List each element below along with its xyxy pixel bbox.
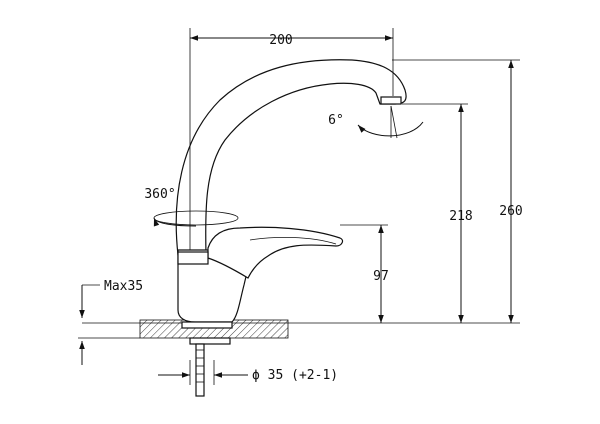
faucet-body xyxy=(175,59,407,397)
mount-thickness-label: Max35 xyxy=(104,279,143,294)
lever-height-dimension: 97 xyxy=(340,224,389,323)
lever-height-label: 97 xyxy=(373,269,389,284)
hole-diameter-label: ϕ 35 (+2-1) xyxy=(252,368,338,383)
mount-thickness-dimension: Max35 xyxy=(78,279,143,365)
rotation-dimension: 360° xyxy=(144,187,239,227)
total-height-label: 260 xyxy=(499,204,522,219)
total-height-dimension: 260 xyxy=(392,59,523,323)
spout-height-dimension: 218 xyxy=(402,103,473,323)
countertop xyxy=(82,319,520,339)
hole-diameter-dimension: ϕ 35 (+2-1) xyxy=(158,360,338,385)
reach-label: 200 xyxy=(269,33,292,48)
spout-height-label: 218 xyxy=(449,209,472,224)
reach-dimension: 200 xyxy=(189,28,394,250)
tilt-dimension: 6° xyxy=(328,105,424,139)
tilt-label: 6° xyxy=(328,113,344,128)
rotation-label: 360° xyxy=(144,187,175,202)
